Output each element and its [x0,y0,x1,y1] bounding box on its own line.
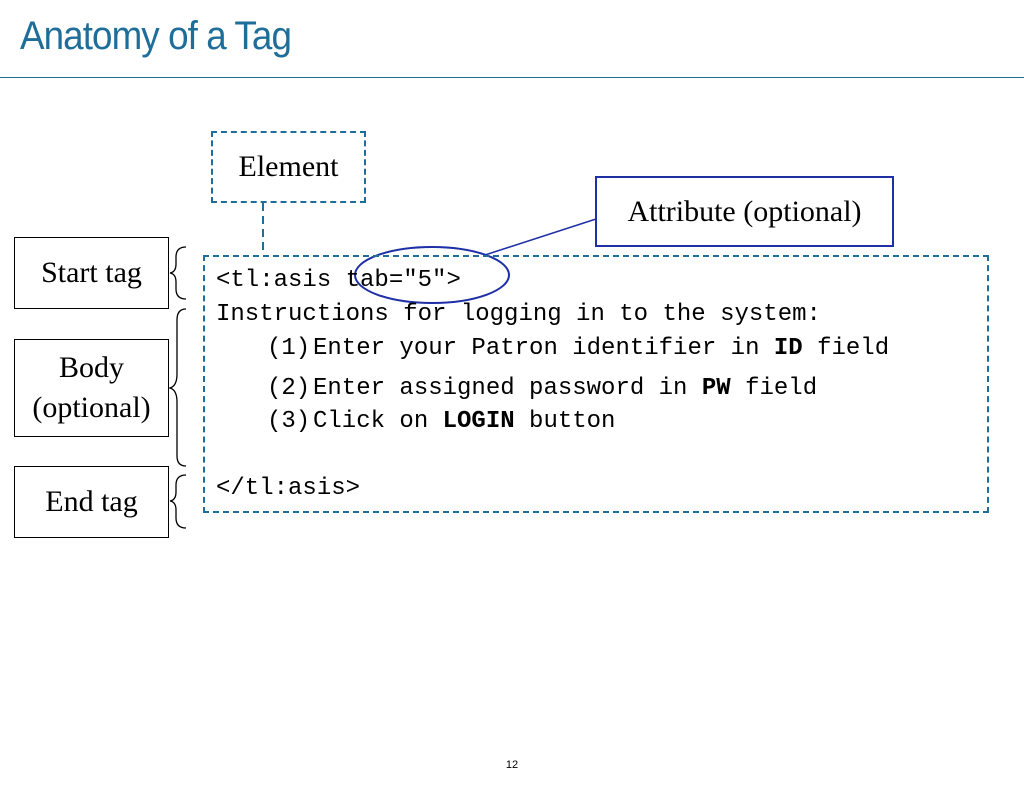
page-number: 12 [505,759,519,771]
end-tag-label: End tag [45,485,138,518]
code-step: (1)Enter your Patron identifier in ID fi… [267,335,889,363]
code-step-text: Click on [313,408,443,435]
code-step-text-end: field [730,375,818,402]
code-step-number: (2) [267,375,311,402]
code-step-bold: ID [773,335,803,362]
code-start-tag: <tl:asis tab="5"> [216,267,461,294]
attribute-label-box: Attribute (optional) [595,176,894,247]
attribute-highlight-ellipse [354,246,510,304]
title-divider [0,77,1024,78]
end-tag-brace [169,474,187,529]
code-step: (2)Enter assigned password in PW field [267,375,817,403]
attribute-label: Attribute (optional) [627,194,862,228]
code-step: (3)Click on LOGIN button [267,408,615,436]
code-step-bold: LOGIN [442,408,515,435]
body-label-line1: Body [58,351,124,384]
code-step-number: (1) [267,335,311,362]
element-label-box: Element [211,131,366,203]
attribute-connector [484,218,597,256]
code-step-text: Enter your Patron identifier in [313,335,774,362]
code-step-text-end: field [802,335,890,362]
start-tag-brace [169,246,187,300]
slide-title: Anatomy of a Tag [20,14,292,58]
start-tag-label: Start tag [41,256,142,289]
code-step-text: Enter assigned password in [313,375,702,402]
body-label-line2: (optional) [32,391,151,424]
start-tag-label-box: Start tag [14,237,169,309]
code-end-tag: </tl:asis> [216,475,361,502]
code-step-number: (3) [267,408,311,435]
element-label: Element [238,150,339,183]
code-step-text-end: button [514,408,616,435]
end-tag-label-box: End tag [14,466,169,538]
body-label-box: Body (optional) [14,339,169,437]
body-brace [167,308,187,467]
element-code-box [203,255,989,513]
code-intro: Instructions for logging in to the syste… [216,301,821,328]
code-step-bold: PW [701,375,731,402]
